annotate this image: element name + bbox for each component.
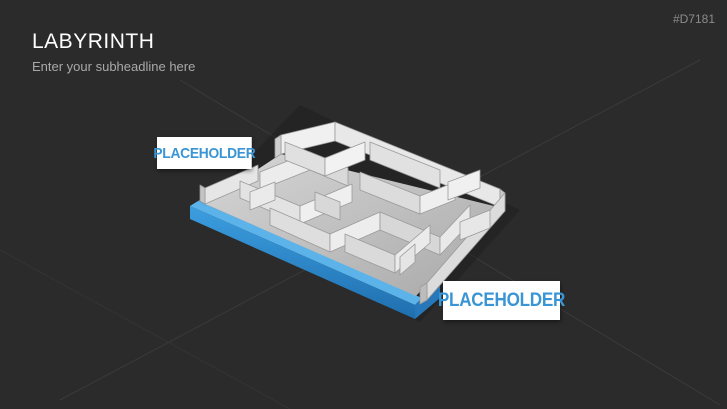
slide-code: #D7181 bbox=[672, 12, 715, 26]
maze-walls bbox=[199, 121, 506, 305]
placeholder-label-top: PLACEHOLDER bbox=[153, 137, 256, 169]
placeholder-label-bottom: PLACEHOLDER bbox=[438, 281, 565, 320]
slide-subtitle: Enter your subheadline here bbox=[32, 59, 196, 74]
slide-title: LABYRINTH bbox=[32, 30, 155, 53]
